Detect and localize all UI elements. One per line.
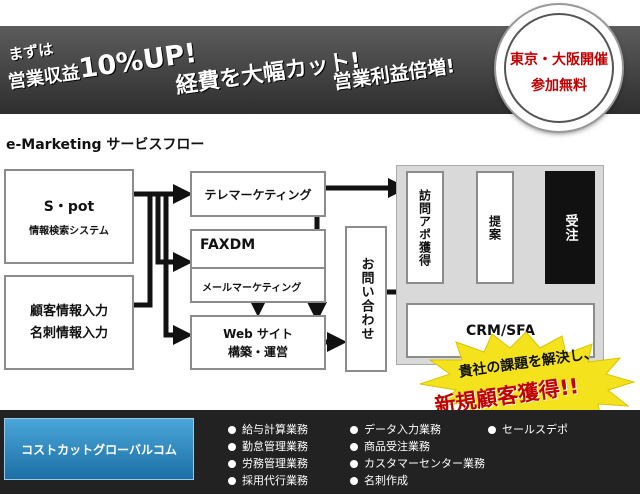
bullet-icon bbox=[228, 460, 236, 468]
flow-title: e-Marketing サービスフロー bbox=[6, 137, 205, 153]
bullet-icon bbox=[350, 460, 358, 468]
connector-customer bbox=[134, 194, 153, 308]
bullet-icon bbox=[228, 426, 236, 434]
service-label: 給与計算業務 bbox=[242, 423, 308, 436]
company-button[interactable]: コストカットグローバルコム bbox=[4, 418, 194, 480]
service-label: セールスデポ bbox=[502, 423, 568, 436]
spot-subtitle: 情報検索システム bbox=[29, 226, 109, 237]
badge-ring bbox=[504, 13, 614, 123]
arrow-to-faxdm bbox=[155, 194, 193, 272]
badge-venue: 東京・大阪開催 bbox=[510, 52, 608, 68]
spot-search-box[interactable]: S・pot 情報検索システム bbox=[4, 169, 134, 264]
customer-input-box[interactable]: 顧客情報入力 名刺情報入力 bbox=[4, 275, 134, 370]
crm-label: CRM/SFA bbox=[466, 322, 535, 339]
faxdm-label: FAXDM bbox=[200, 237, 256, 253]
arrow-to-web bbox=[163, 194, 193, 345]
spot-title: S・pot bbox=[43, 199, 95, 215]
faxdm-divider bbox=[192, 267, 324, 269]
bullet-icon bbox=[228, 443, 236, 451]
telemarketing-label: テレマーケティング bbox=[204, 187, 312, 202]
service-label: 採用代行業務 bbox=[242, 474, 308, 487]
web-line2: 構築・運営 bbox=[227, 344, 288, 359]
service-item[interactable]: 労務管理業務 bbox=[228, 455, 308, 471]
service-item[interactable]: セールスデポ bbox=[488, 421, 568, 437]
customer-line1: 顧客情報入力 bbox=[29, 303, 108, 319]
bullet-icon bbox=[350, 477, 358, 485]
order-box[interactable]: 受注 bbox=[545, 171, 595, 284]
visit-appointment-box[interactable]: 訪問アポ獲得 bbox=[406, 171, 444, 284]
service-item[interactable]: データ入力業務 bbox=[350, 421, 441, 437]
telemarketing-box[interactable]: テレマーケティング bbox=[190, 171, 326, 217]
service-item[interactable]: 名刺作成 bbox=[350, 472, 408, 488]
web-line1: Web サイト bbox=[223, 326, 293, 341]
inquiry-label: お問い合わせ bbox=[358, 257, 374, 341]
bullet-icon bbox=[488, 426, 496, 434]
service-item[interactable]: 給与計算業務 bbox=[228, 421, 308, 437]
customer-line2: 名刺情報入力 bbox=[29, 325, 108, 341]
mail-marketing-label: メールマーケティング bbox=[202, 283, 302, 294]
proposal-box[interactable]: 提案 bbox=[476, 171, 514, 284]
service-label: 商品受注業務 bbox=[364, 440, 430, 453]
service-item[interactable]: 勤怠管理業務 bbox=[228, 438, 308, 454]
event-badge[interactable]: 東京・大阪開催 参加無料 bbox=[496, 5, 622, 131]
service-label: 労務管理業務 bbox=[242, 457, 308, 470]
web-site-box[interactable]: Web サイト 構築・運営 bbox=[190, 315, 326, 370]
service-label: データ入力業務 bbox=[364, 423, 441, 436]
service-item[interactable]: カスタマーセンター業務 bbox=[350, 455, 485, 471]
bullet-icon bbox=[350, 443, 358, 451]
faxdm-box[interactable]: FAXDM メールマーケティング bbox=[190, 229, 326, 303]
service-label: カスタマーセンター業務 bbox=[364, 457, 485, 470]
bullet-icon bbox=[228, 477, 236, 485]
service-item[interactable]: 採用代行業務 bbox=[228, 472, 308, 488]
proposal-label: 提案 bbox=[487, 214, 502, 241]
service-item[interactable]: 商品受注業務 bbox=[350, 438, 430, 454]
order-label: 受注 bbox=[562, 213, 578, 242]
service-label: 名刺作成 bbox=[364, 474, 408, 487]
inquiry-box[interactable]: お問い合わせ bbox=[345, 226, 387, 372]
service-label: 勤怠管理業務 bbox=[242, 440, 308, 453]
bullet-icon bbox=[350, 426, 358, 434]
badge-free: 参加無料 bbox=[531, 78, 587, 94]
visit-label: 訪問アポ獲得 bbox=[417, 188, 432, 267]
